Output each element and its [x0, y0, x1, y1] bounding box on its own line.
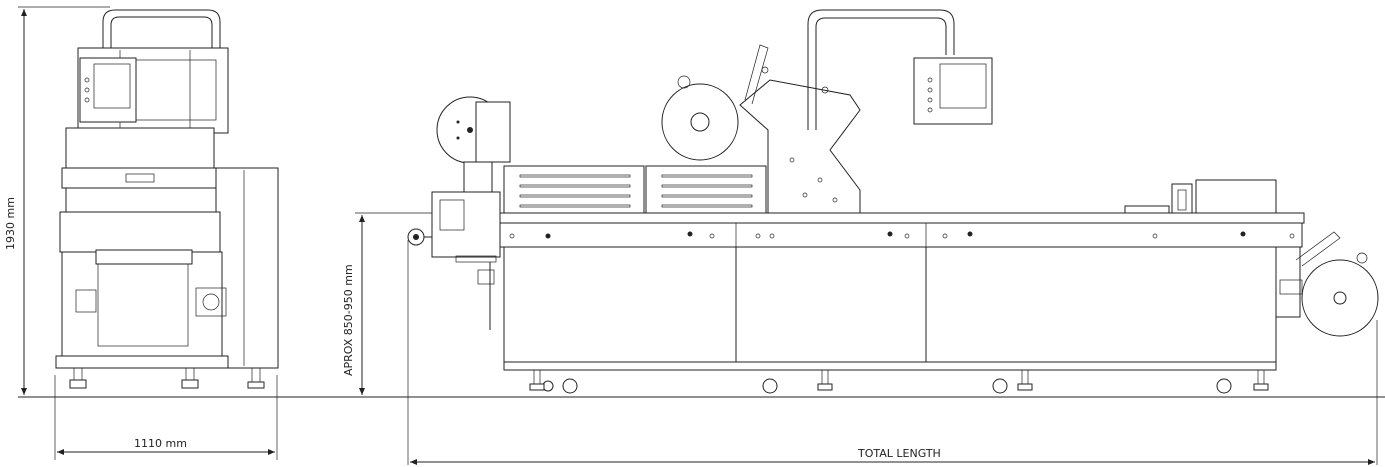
front-view-machine	[55, 9, 279, 389]
height-dimension: 1930 mm	[4, 6, 110, 395]
front-control-panel	[79, 57, 137, 123]
vent-slots	[519, 174, 753, 208]
length-dimension-label: TOTAL LENGTH	[857, 447, 941, 460]
vent-cabinet-left	[503, 165, 645, 214]
side-wheels	[529, 369, 1269, 394]
width-dimension-label: 1110 mm	[134, 437, 187, 450]
table-bolts	[509, 231, 1295, 239]
height-dimension-label: 1930 mm	[4, 197, 17, 250]
front-feet	[69, 367, 265, 389]
outfeed-film-roll	[1301, 259, 1379, 337]
main-control-panel	[913, 57, 993, 125]
middle-film-roll	[661, 83, 739, 161]
vent-cabinet-right	[645, 165, 767, 214]
width-dimension: 1110 mm	[54, 375, 278, 460]
front-side-cabinet	[215, 167, 279, 369]
side-view-machine	[407, 9, 1379, 394]
length-dimension: TOTAL LENGTH	[407, 240, 1378, 465]
infeed-unit	[431, 191, 501, 258]
work-height-dimension-label: APROX 850-950 mm	[342, 264, 355, 376]
